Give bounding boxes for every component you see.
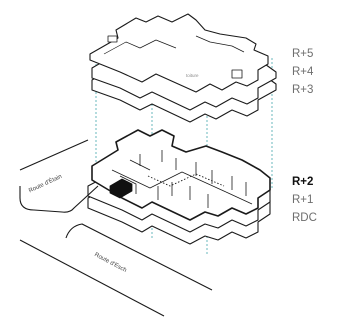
roof-stair-box: [231, 69, 243, 79]
r2-wall-14: [119, 175, 137, 194]
level-label-r3: R+3: [292, 84, 314, 96]
r2-corridor-line: [111, 169, 227, 193]
route-esch-edge-lower: [19, 239, 165, 317]
roof-stair-box-2: [107, 35, 118, 43]
r2-highlighted-unit: [109, 178, 133, 199]
site-roads: [19, 139, 213, 317]
route-etain-edge-outer: [19, 185, 99, 213]
level-label-r5: R+5: [292, 48, 314, 60]
route-esch-edge-upper: [65, 223, 213, 291]
floor-plate-r5: [89, 13, 269, 93]
route-etain-edge-inner: [19, 139, 89, 171]
floor-plate-r2: [91, 129, 271, 221]
roof-inner-line-1: [103, 39, 177, 55]
roof-label: toiture: [186, 73, 199, 78]
roof-inner-line-2: [195, 35, 245, 53]
r2-interior-walls: [111, 150, 253, 208]
lower-floors-stack: [87, 129, 271, 245]
level-label-r1: R+1: [292, 194, 314, 206]
level-label-r4: R+4: [292, 66, 314, 78]
level-label-rdc: RDC: [292, 212, 317, 224]
level-label-r2: R+2: [292, 176, 314, 188]
upper-floors-stack: [89, 13, 277, 123]
r2-wall-13: [225, 191, 253, 205]
